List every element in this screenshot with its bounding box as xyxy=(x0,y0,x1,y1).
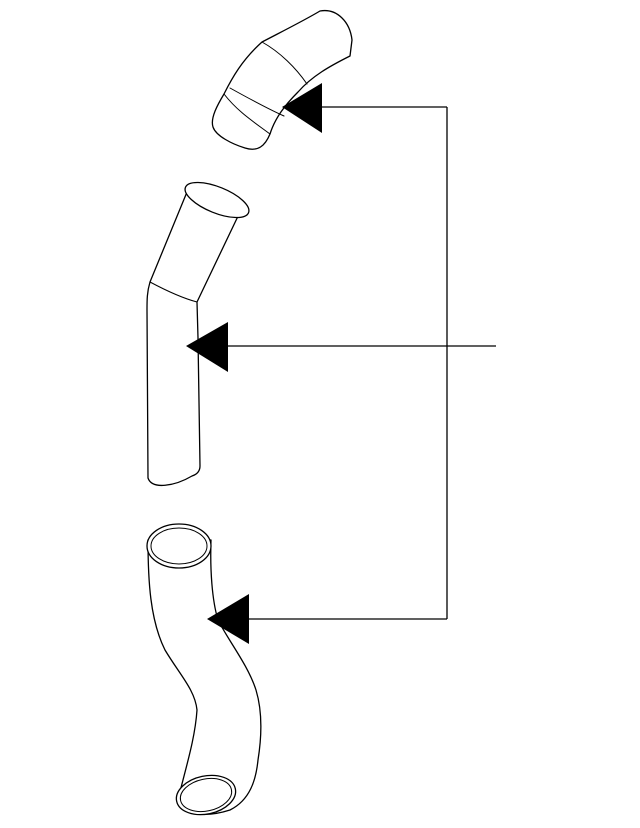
upper-elbow-hose-band xyxy=(261,41,308,85)
upper-elbow-hose-body xyxy=(211,9,353,150)
upper-elbow-hose xyxy=(211,9,353,150)
middle-bent-pipe-bend-line xyxy=(149,281,198,303)
callout-arrowheads xyxy=(186,83,322,644)
lower-s-hose-top-opening xyxy=(146,523,212,569)
middle-bent-pipe xyxy=(146,181,250,486)
lower-s-hose-bottom-opening xyxy=(175,774,237,816)
arrowhead-bottom xyxy=(207,594,249,644)
lower-s-hose-top-opening-inner xyxy=(150,527,208,565)
callout-lines xyxy=(226,106,496,620)
middle-bent-pipe-body xyxy=(146,191,241,486)
lower-s-hose-bottom-opening-inner xyxy=(179,777,233,813)
upper-elbow-hose-seam xyxy=(229,87,285,117)
upper-elbow-hose-lower-edge xyxy=(223,93,271,135)
lower-s-curved-hose xyxy=(146,523,262,816)
lower-s-hose-body xyxy=(147,539,262,815)
middle-bent-pipe-opening xyxy=(184,181,250,219)
arrowhead-top xyxy=(282,83,322,133)
arrowhead-middle xyxy=(186,322,228,372)
